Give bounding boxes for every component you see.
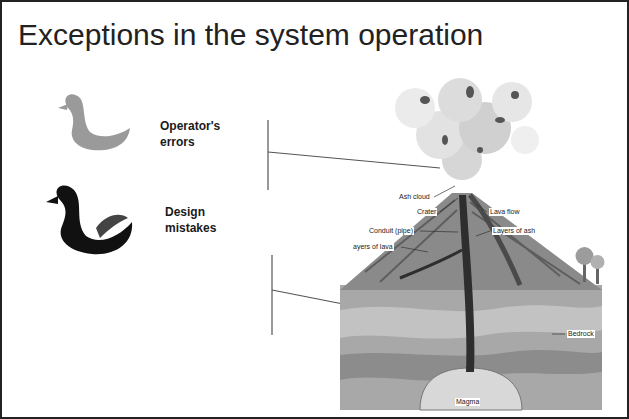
- black-swan: [57, 185, 133, 254]
- part-label: Magma: [455, 398, 480, 406]
- ash-cloud: [395, 88, 435, 128]
- part-label: Bedrock: [567, 330, 595, 338]
- ash-cloud: [511, 126, 539, 154]
- tree: [591, 255, 605, 269]
- leader-lines: [401, 186, 565, 334]
- grey-swan: [65, 94, 130, 150]
- side-label: Operator's errors: [160, 118, 242, 150]
- part-label: Lava flow: [489, 208, 521, 216]
- swan-wing: [96, 215, 128, 238]
- ash-cloud: [492, 82, 532, 122]
- bracket-line: [271, 255, 272, 335]
- swan-beak: [58, 104, 68, 110]
- swan-beak: [46, 196, 58, 204]
- volcano-illustration: [340, 78, 605, 410]
- side-label: Design mistakes: [165, 204, 247, 236]
- magma-chamber: [420, 368, 522, 410]
- conduit: [459, 195, 474, 372]
- side-vent: [400, 250, 462, 278]
- lava-flow: [470, 195, 520, 285]
- part-label: Conduit (pipe): [368, 227, 414, 235]
- part-label: Layers of ash: [492, 227, 536, 235]
- bracket-line: [267, 120, 268, 190]
- ash-cloud: [438, 78, 482, 122]
- tree: [596, 268, 599, 284]
- part-label: ayers of lava: [352, 243, 394, 251]
- part-label: Crater: [416, 208, 437, 216]
- volcanic-rocks: [420, 86, 519, 153]
- part-label: Ash cloud: [398, 193, 431, 201]
- slide-title: Exceptions in the system operation: [18, 18, 483, 52]
- lava-layers: [365, 200, 580, 284]
- pointer-line: [268, 152, 440, 168]
